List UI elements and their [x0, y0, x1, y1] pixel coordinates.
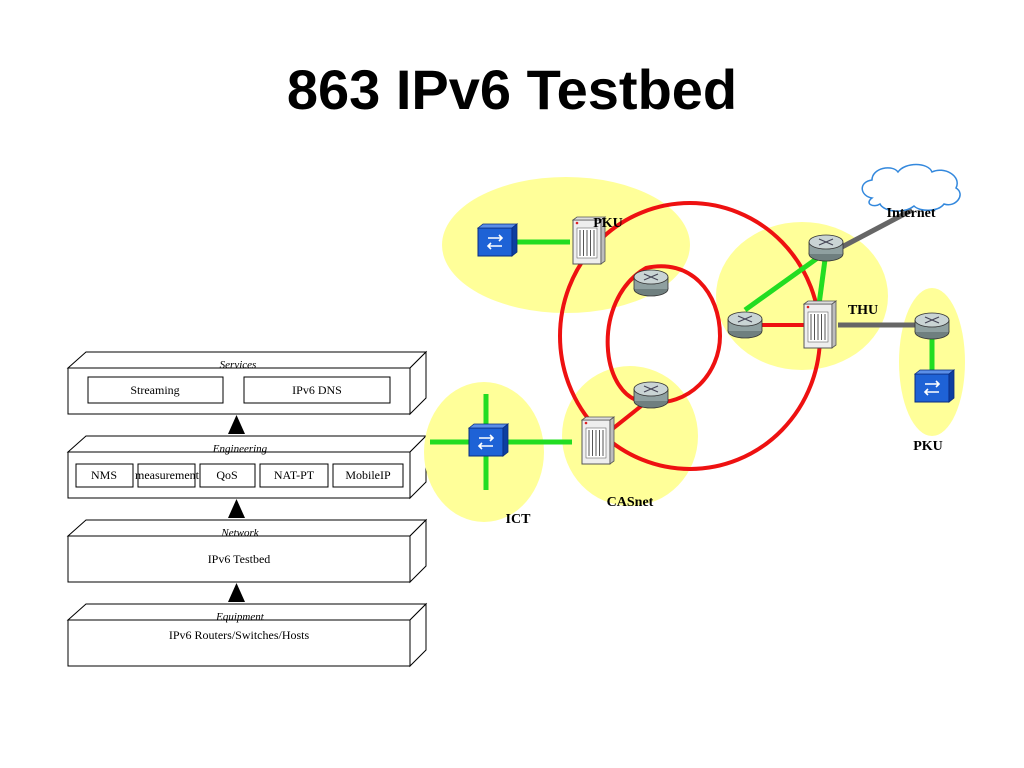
up-arrow-icon	[228, 499, 245, 518]
layer-services-label: Services	[220, 359, 257, 371]
uplinks	[838, 207, 916, 328]
pku-switch-icon	[477, 223, 518, 257]
layer-equipment-label: Equipment	[215, 611, 265, 623]
layer-network-label: Network	[220, 527, 259, 539]
layer-network: Network IPv6 Testbed	[66, 518, 428, 584]
label-ict: ICT	[506, 512, 532, 527]
engineering-measurement: measurement	[135, 468, 200, 482]
engineering-mobileip: MobileIP	[345, 468, 391, 482]
layer-equipment: Equipment IPv6 Routers/Switches/Hosts	[66, 602, 428, 668]
region-pku-top	[442, 177, 690, 313]
pku-right-router-icon	[914, 312, 950, 340]
ring-router-top-icon	[633, 269, 669, 297]
layer-services: Services Streaming IPv6 DNS	[66, 350, 428, 416]
internet-cloud-icon	[861, 163, 961, 212]
label-internet: Internet	[887, 206, 936, 221]
site-labels: PKU Internet THU PKU CASnet ICT	[506, 206, 943, 527]
up-arrow-icon	[228, 415, 245, 434]
engineering-qos: QoS	[216, 468, 237, 482]
layer-engineering-label: Engineering	[212, 443, 268, 455]
service-streaming: Streaming	[130, 383, 179, 397]
casnet-chassis-icon	[581, 416, 615, 465]
layer-engineering: Engineering NMS measurement QoS NAT-PT M…	[66, 434, 428, 500]
region-thu	[716, 222, 888, 370]
engineering-nms: NMS	[91, 468, 117, 482]
label-thu: THU	[848, 303, 878, 318]
thu-router-left-icon	[727, 311, 763, 339]
label-casnet: CASnet	[607, 495, 654, 510]
label-pku-right: PKU	[913, 439, 943, 454]
slide-title: 863 IPv6 Testbed	[286, 58, 738, 121]
engineering-nat-pt: NAT-PT	[274, 468, 315, 482]
equipment-content: IPv6 Routers/Switches/Hosts	[169, 628, 310, 642]
ring-router-bottom-icon	[633, 381, 669, 409]
inner-ring-link	[605, 264, 723, 405]
ict-switch-icon	[468, 423, 509, 457]
thu-router-uplink-icon	[808, 234, 844, 262]
up-arrow-icon	[228, 583, 245, 602]
pku-right-switch-icon	[914, 369, 955, 403]
label-pku-top: PKU	[593, 216, 623, 231]
network-content: IPv6 Testbed	[208, 552, 271, 566]
service-ipv6-dns: IPv6 DNS	[292, 383, 342, 397]
thu-chassis-icon	[803, 300, 837, 349]
